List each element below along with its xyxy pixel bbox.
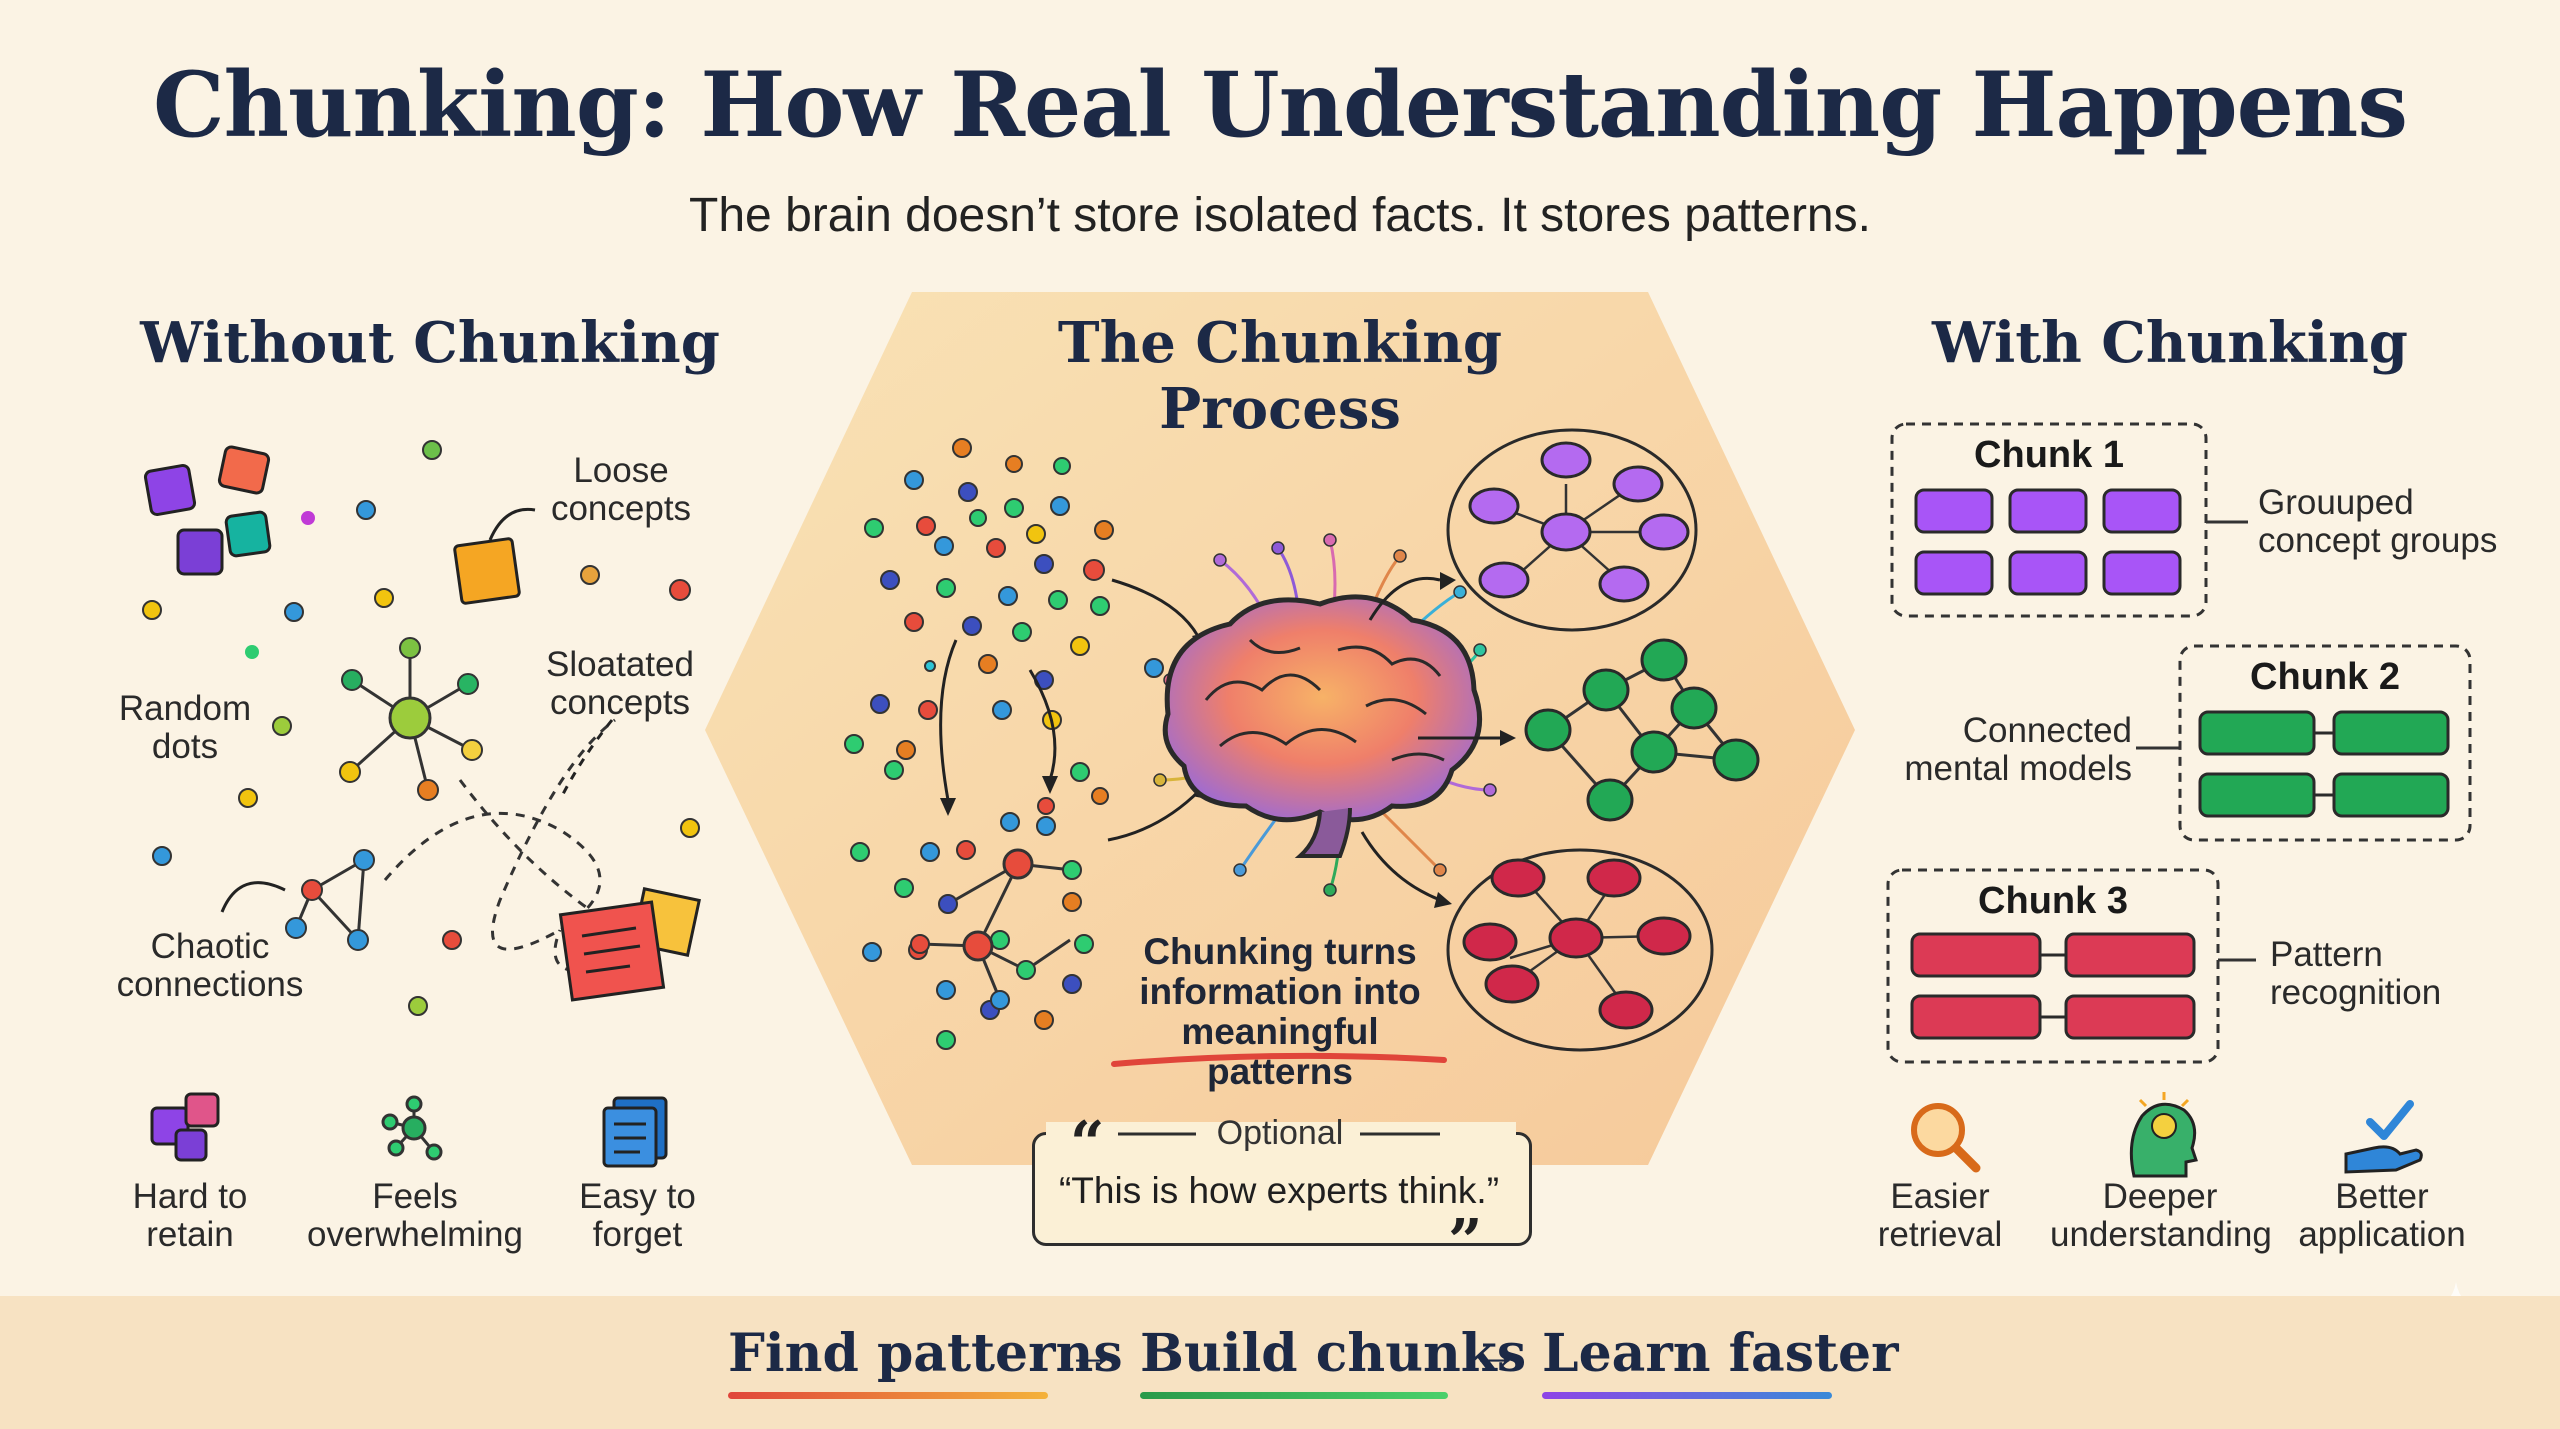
chunking-process-heading: The Chunking Process	[1057, 310, 1503, 442]
hand-check-icon	[2344, 1100, 2423, 1174]
lightbulb-head-icon	[2129, 1092, 2198, 1178]
footer-arrow-1: →	[1066, 1324, 1116, 1380]
tagline-underline	[1111, 1052, 1447, 1067]
brain-icon	[1162, 594, 1483, 858]
better-application-label: Better application	[2298, 1177, 2466, 1254]
concept-square	[453, 537, 521, 605]
chunk-2-label: Connected mental models	[1904, 711, 2132, 788]
easier-retrieval-label: Easier retrieval	[1877, 1177, 2003, 1254]
feels-overwhelming-label: Feels overwhelming	[307, 1177, 523, 1254]
puzzle-pieces-icon	[143, 445, 272, 576]
footer-step-build-chunks: Build chunks	[1140, 1323, 1527, 1384]
optional-label: Optional	[1216, 1114, 1344, 1152]
deeper-understanding-label: Deeper understanding	[2050, 1177, 2272, 1254]
footer-bar	[0, 1296, 2560, 1429]
hard-to-retain-label: Hard to retain	[132, 1177, 248, 1254]
underline-learn-faster	[1542, 1392, 1832, 1399]
underline-find-patterns	[728, 1392, 1048, 1399]
chunk-3-box	[1886, 868, 2220, 1064]
chunk-1-title: Chunk 1	[1974, 434, 2124, 476]
network-icon	[381, 1095, 443, 1161]
close-quote-icon: ”	[1448, 1207, 1483, 1277]
quote-text: “This is how experts think.”	[1058, 1170, 1500, 1211]
random-dots-label: Random dots	[118, 689, 252, 766]
chunk-3-label: Pattern recognition	[2270, 935, 2442, 1012]
sticky-notes-icon	[558, 887, 701, 1002]
chunk-1-box	[1890, 422, 2208, 618]
chunk-3-title: Chunk 3	[1978, 880, 2128, 922]
underline-build-chunks	[1140, 1392, 1448, 1399]
open-quote-icon: “	[1070, 1109, 1105, 1179]
chunk-2-box	[2178, 644, 2472, 842]
page-title: Chunking: How Real Understanding Happens	[152, 52, 2408, 158]
loose-concepts-label: Loose concepts	[550, 451, 692, 528]
easy-to-forget-label: Easy to forget	[579, 1177, 696, 1254]
with-chunking-heading: With Chunking	[1932, 310, 2408, 376]
magnifier-icon	[1911, 1103, 1981, 1173]
notes-icon	[602, 1096, 668, 1168]
footer-step-find-patterns: Find patterns	[728, 1323, 1123, 1384]
footer-arrow-2: →	[1470, 1324, 1520, 1380]
chunk-2-title: Chunk 2	[2250, 656, 2400, 698]
chaotic-connections-label: Chaotic connections	[116, 927, 304, 1004]
footer-step-learn-faster: Learn faster	[1542, 1323, 1899, 1384]
puzzle-icon	[150, 1092, 220, 1162]
page-subtitle: The brain doesn’t store isolated facts. …	[689, 189, 1871, 242]
sloatated-concepts-label: Sloatated concepts	[546, 645, 694, 722]
chunk-1-label: Grouuped concept groups	[2258, 483, 2498, 560]
without-chunking-heading: Without Chunking	[140, 310, 720, 376]
